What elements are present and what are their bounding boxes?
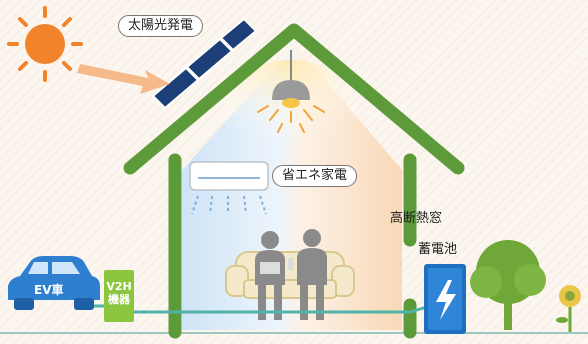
ev-car-icon <box>8 256 100 310</box>
insulation-label: 高断熱窓 <box>390 211 443 226</box>
ceiling-lamp-icon <box>257 50 325 133</box>
v2h-label-line2: 機器 <box>108 293 130 306</box>
battery-icon <box>424 264 466 334</box>
tree-icon <box>470 240 546 330</box>
battery-label: 蓄電池 <box>418 242 458 257</box>
air-conditioner-icon <box>189 161 269 215</box>
solar-panel-icon <box>151 17 258 110</box>
appliance-label: 省エネ家電 <box>272 165 358 187</box>
arrow-icon <box>77 64 170 94</box>
solar-label: 太陽光発電 <box>118 15 204 37</box>
sun-icon <box>7 6 83 82</box>
flower-icon <box>556 285 581 332</box>
people-icon <box>255 229 327 320</box>
v2h-label-line1: V2H <box>106 280 132 293</box>
v2h-device-icon <box>104 270 134 322</box>
v2h-label: V2H 機器 <box>104 280 134 306</box>
power-cable <box>130 304 431 314</box>
ev-label: EV車 <box>34 283 64 297</box>
house-outline <box>123 23 465 339</box>
